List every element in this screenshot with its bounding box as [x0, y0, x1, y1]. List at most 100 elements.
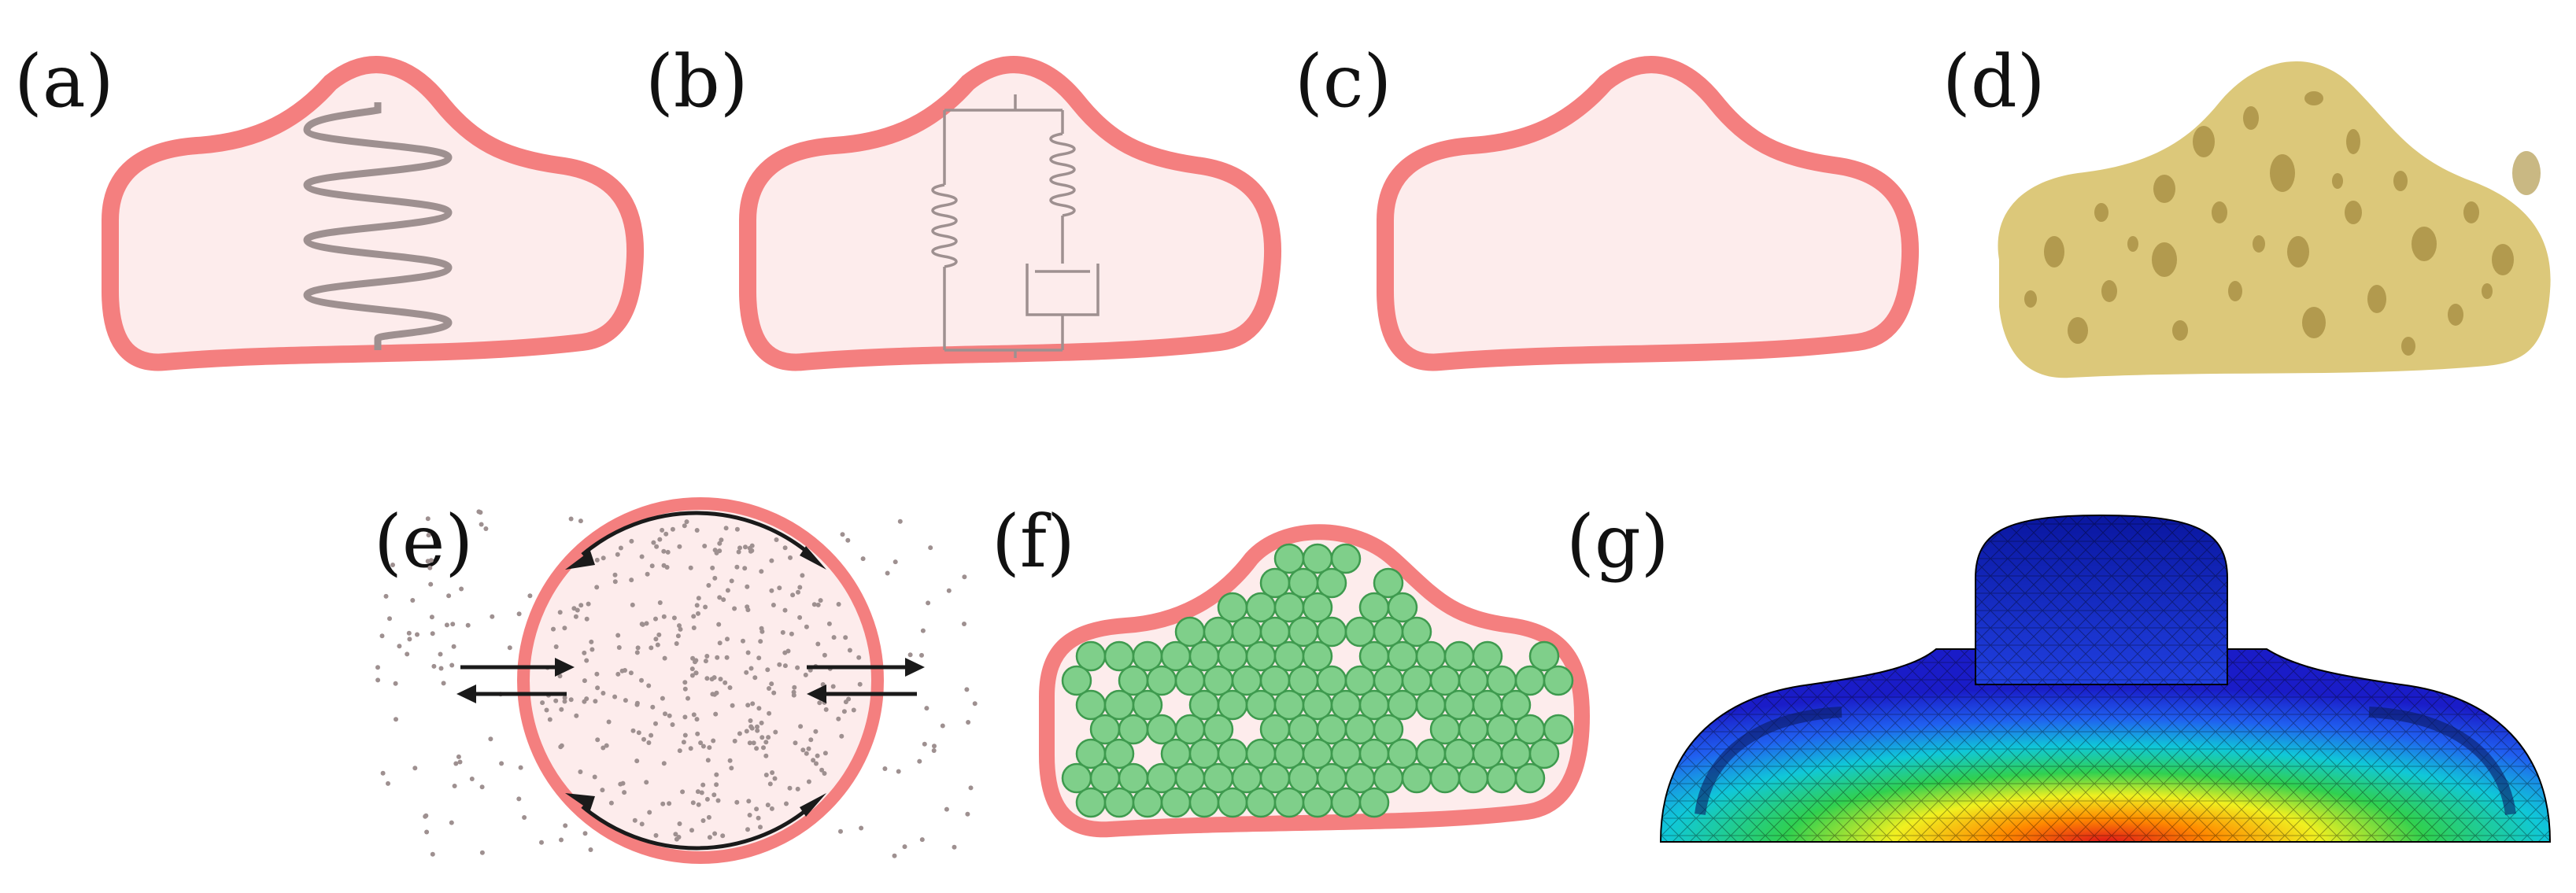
green-particle	[1358, 787, 1390, 818]
exterior-particle	[387, 616, 392, 622]
interior-particle	[729, 766, 734, 771]
green-particle	[1217, 787, 1248, 818]
interior-particle	[773, 729, 778, 735]
interior-particle	[689, 673, 695, 678]
exterior-particle	[478, 510, 483, 515]
spring-dashpot-network	[931, 94, 1100, 358]
interior-particle	[639, 821, 645, 827]
interior-particle	[540, 700, 545, 706]
left-spring	[931, 183, 958, 268]
interior-particle	[620, 780, 626, 786]
interior-particle	[851, 707, 856, 713]
interior-particle	[661, 614, 667, 619]
interior-particle	[774, 537, 779, 542]
exterior-particle	[424, 829, 430, 835]
exterior-particle	[860, 556, 866, 562]
interior-particle	[702, 544, 708, 548]
interior-particle	[841, 709, 847, 714]
interior-particle	[589, 647, 595, 652]
green-particle	[1302, 640, 1333, 672]
interior-particle	[732, 606, 737, 611]
exterior-particle	[394, 717, 398, 722]
interior-particle	[725, 637, 730, 642]
interior-particle	[771, 603, 776, 607]
exterior-particle	[415, 632, 419, 637]
interior-particle	[780, 629, 785, 635]
exterior-particle	[375, 665, 380, 670]
interior-particle	[578, 603, 584, 608]
exterior-particle	[885, 570, 890, 576]
interior-particle	[593, 699, 598, 704]
interior-particle	[559, 707, 564, 712]
interior-particle	[682, 732, 688, 738]
green-particle	[1429, 762, 1461, 794]
interior-particle	[843, 699, 848, 705]
interior-particle	[696, 611, 700, 616]
interior-particle	[815, 641, 821, 647]
interior-particle	[628, 670, 634, 676]
interior-particle	[698, 740, 704, 746]
interior-particle	[706, 583, 711, 588]
interior-particle	[793, 740, 798, 746]
interior-particle	[677, 821, 682, 826]
interior-particle	[595, 737, 601, 743]
green-particle	[1302, 592, 1333, 623]
membrane-flow-arrows	[460, 511, 917, 851]
green-particle	[1245, 787, 1277, 818]
exterior-particle	[962, 574, 967, 580]
interior-particle	[693, 670, 699, 676]
interior-particle	[641, 736, 646, 742]
exterior-particle	[922, 741, 927, 747]
interior-particle	[677, 544, 682, 549]
interior-particle	[748, 718, 753, 723]
interior-particle	[767, 710, 772, 716]
interior-particle	[737, 731, 742, 736]
green-particle	[1401, 616, 1432, 648]
interior-particle	[843, 635, 848, 640]
exterior-particle	[406, 630, 412, 636]
interior-particle	[744, 670, 749, 675]
exterior-particle	[516, 611, 522, 617]
green-particle	[1061, 665, 1092, 696]
exterior-particle	[559, 837, 564, 843]
exterior-particle	[438, 666, 444, 671]
exterior-particle	[966, 720, 971, 725]
interior-particle	[574, 713, 579, 718]
exterior-particle	[962, 622, 966, 626]
interior-particle	[663, 711, 667, 717]
interior-particle	[646, 740, 652, 745]
interior-particle	[675, 633, 681, 639]
interior-particle	[798, 724, 804, 729]
interior-particle	[584, 658, 589, 663]
interior-particle	[719, 537, 724, 543]
interior-particle	[695, 731, 700, 736]
green-particle	[1528, 738, 1560, 769]
exterior-particle	[965, 811, 970, 817]
interior-particle	[584, 616, 589, 622]
interior-particle	[763, 753, 769, 758]
green-particle	[1160, 787, 1192, 818]
interior-particle	[670, 526, 675, 532]
interior-particle	[584, 696, 589, 702]
interior-particle	[657, 537, 663, 542]
interior-particle	[717, 640, 723, 646]
interior-particle	[724, 655, 730, 660]
interior-particle	[787, 785, 793, 791]
interior-particle	[741, 638, 745, 644]
green-particle	[1103, 738, 1135, 769]
interior-particle	[660, 696, 665, 701]
interior-particle	[811, 758, 816, 763]
interior-particle	[777, 662, 782, 667]
interior-particle	[811, 602, 817, 607]
interior-particle	[592, 774, 597, 780]
interior-particle	[673, 832, 678, 837]
interior-particle	[711, 792, 717, 798]
interior-particle	[689, 828, 694, 833]
interior-particle	[615, 633, 621, 638]
interior-particle	[806, 746, 811, 751]
interior-particle	[772, 776, 778, 781]
interior-particle	[856, 655, 862, 660]
interior-particle	[645, 571, 650, 577]
interior-particle	[557, 673, 563, 679]
exterior-particle	[932, 744, 937, 749]
